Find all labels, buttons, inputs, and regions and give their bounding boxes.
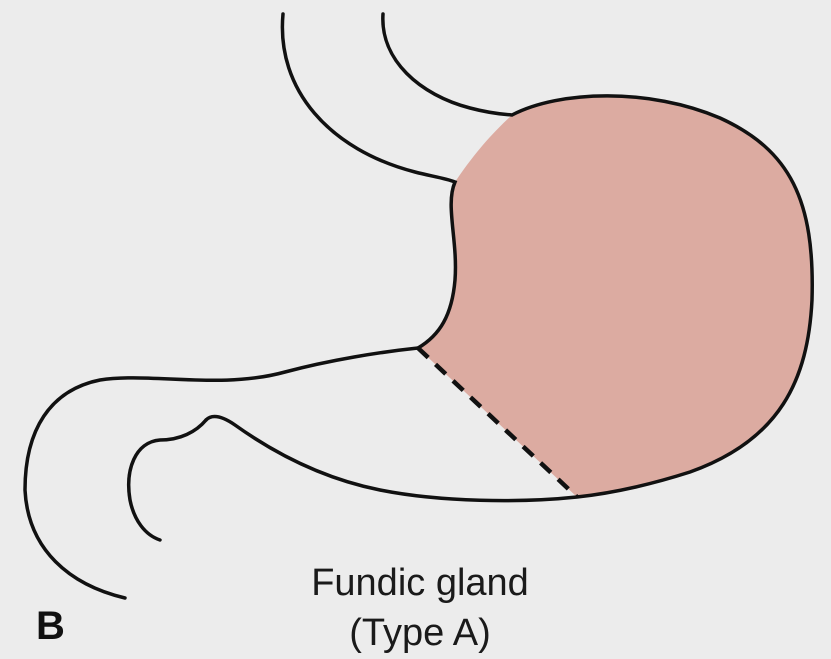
esophagus-left-wall: [282, 14, 455, 348]
panel-letter: B: [36, 604, 65, 648]
caption-line-1: Fundic gland: [260, 558, 580, 608]
caption-line-2: (Type A): [260, 608, 580, 658]
duodenum-inner-curve: [129, 420, 206, 540]
region-caption: Fundic gland (Type A): [260, 558, 580, 658]
